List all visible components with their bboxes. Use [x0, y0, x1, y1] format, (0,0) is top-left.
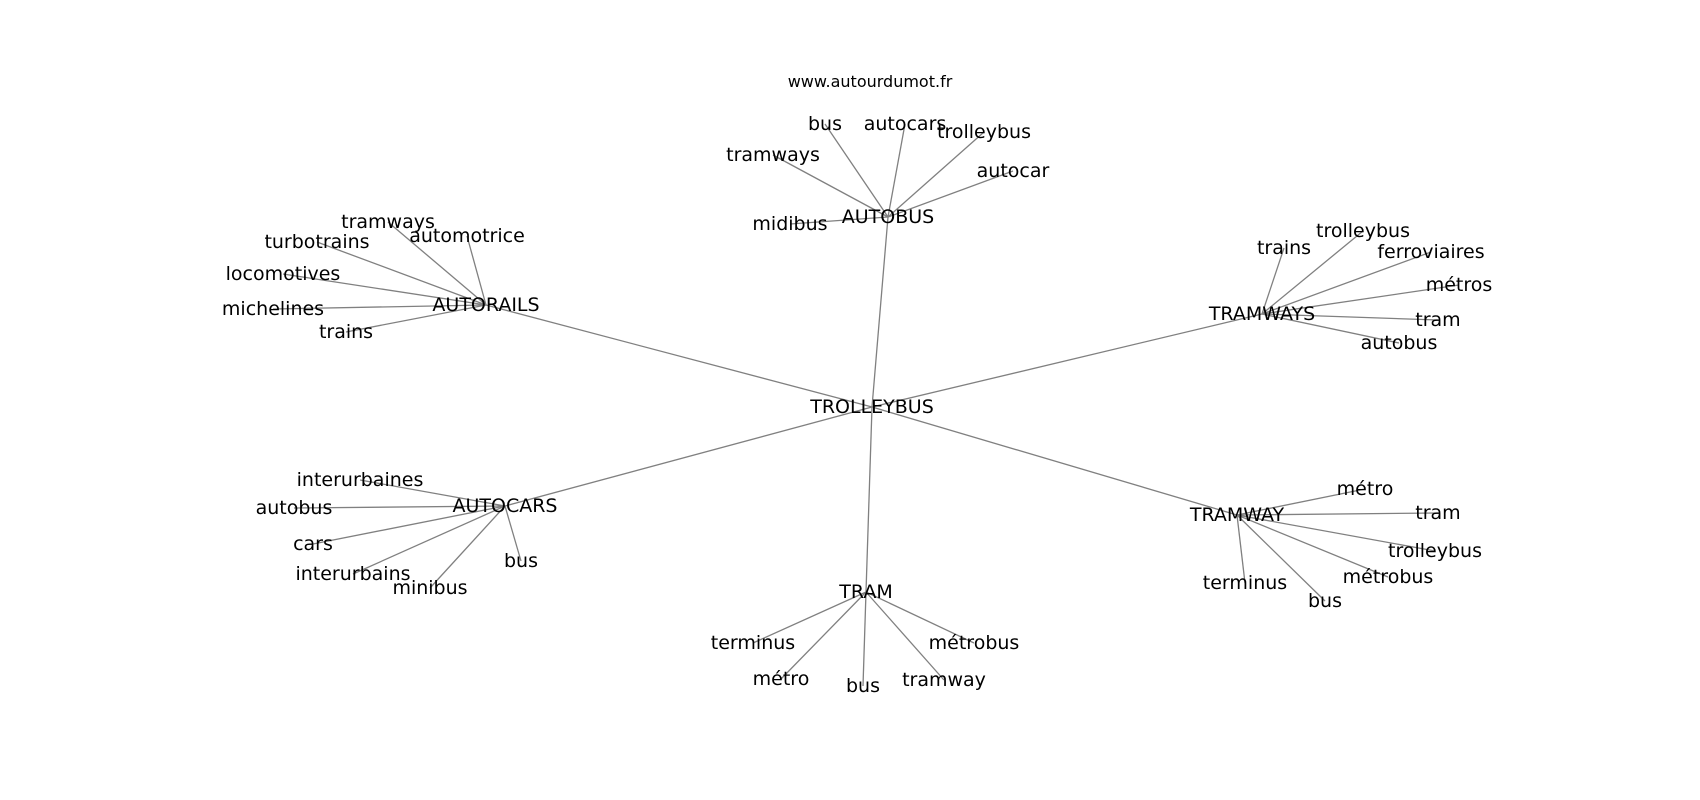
edge-tramway-4 — [1236, 514, 1246, 584]
edge-tramways-5 — [1261, 313, 1400, 344]
center-word-label[interactable]: TROLLEYBUS — [809, 396, 934, 418]
edge-autobus-1 — [887, 123, 906, 218]
hub-label-autorails[interactable]: AUTORAILS — [432, 294, 539, 316]
edge-tramways-0 — [1261, 247, 1285, 315]
leaf-label[interactable]: tramway — [902, 669, 986, 691]
edge-autorails-2 — [466, 235, 487, 306]
leaf-label[interactable]: cars — [293, 533, 333, 555]
leaf-label[interactable]: minibus — [392, 577, 467, 599]
edge-autocars-3 — [352, 505, 506, 575]
edge-autobus-5 — [789, 216, 889, 225]
edge-autobus-2 — [887, 131, 985, 218]
edge-center-tramways — [871, 313, 1263, 408]
leaf-label[interactable]: bus — [846, 675, 880, 697]
leaf-label[interactable]: automotrice — [409, 225, 525, 247]
hub-label-tram[interactable]: TRAM — [838, 581, 892, 603]
leaf-label[interactable]: midibus — [752, 213, 827, 235]
leaf-label[interactable]: trolleybus — [1316, 220, 1410, 242]
hub-label-autobus[interactable]: AUTOBUS — [842, 206, 934, 228]
edge-autocars-1 — [293, 505, 506, 509]
edge-autobus-4 — [887, 170, 1014, 218]
edge-autorails-4 — [272, 304, 487, 310]
leaf-label[interactable]: autocars — [864, 113, 947, 135]
edge-tramway-5 — [1236, 514, 1326, 602]
edge-center-autocars — [504, 406, 873, 507]
leaf-label[interactable]: tramways — [341, 211, 435, 233]
graph-edges — [272, 123, 1460, 687]
leaf-label[interactable]: métrobus — [1343, 566, 1434, 588]
edge-autorails-1 — [316, 241, 487, 306]
leaf-label[interactable]: métrobus — [929, 632, 1020, 654]
edge-center-tram — [865, 406, 873, 593]
edge-tram-1 — [780, 591, 867, 680]
edge-tramway-1 — [1236, 512, 1439, 516]
leaf-label[interactable]: trains — [319, 321, 373, 343]
edge-center-autobus — [871, 216, 889, 408]
edge-tram-2 — [862, 591, 867, 687]
edge-center-tramway — [871, 406, 1238, 516]
edge-autorails-0 — [387, 221, 487, 306]
leaf-label[interactable]: interurbaines — [297, 469, 424, 491]
leaf-label[interactable]: terminus — [1203, 572, 1287, 594]
hub-label-tramway[interactable]: TRAMWAY — [1189, 504, 1285, 526]
leaf-label[interactable]: locomotives — [226, 263, 341, 285]
edge-tramway-0 — [1236, 488, 1366, 516]
edge-autocars-2 — [312, 505, 506, 545]
leaf-label[interactable]: trolleybus — [1388, 540, 1482, 562]
leaf-label[interactable]: autobus — [256, 497, 333, 519]
edge-autobus-3 — [772, 154, 889, 218]
leaf-label[interactable]: métros — [1426, 274, 1493, 296]
leaf-label[interactable]: métro — [753, 668, 810, 690]
leaf-label[interactable]: terminus — [711, 632, 795, 654]
edge-tramway-2 — [1236, 514, 1436, 552]
hub-label-tramways[interactable]: TRAMWAYS — [1208, 303, 1315, 325]
edge-tram-0 — [752, 591, 867, 644]
leaf-label[interactable]: autocar — [977, 160, 1050, 182]
edge-tramway-3 — [1236, 514, 1389, 578]
edge-tramways-4 — [1261, 313, 1439, 321]
edge-autocars-4 — [429, 505, 506, 589]
leaf-label[interactable]: tramways — [726, 144, 820, 166]
leaf-label[interactable]: tram — [1415, 309, 1460, 331]
edge-autocars-0 — [359, 479, 506, 507]
edge-tramways-3 — [1261, 284, 1460, 315]
edge-autocars-5 — [504, 505, 522, 562]
leaf-label[interactable]: bus — [504, 550, 538, 572]
site-watermark[interactable]: www.autourdumot.fr — [788, 72, 953, 91]
edge-autorails-3 — [282, 273, 487, 306]
leaf-label[interactable]: turbotrains — [264, 231, 369, 253]
leaf-label[interactable]: interurbains — [295, 563, 410, 585]
edge-autobus-0 — [824, 123, 889, 218]
edge-center-autorails — [485, 304, 873, 408]
leaf-label[interactable]: bus — [808, 113, 842, 135]
leaf-label[interactable]: métro — [1337, 478, 1394, 500]
leaf-label[interactable]: bus — [1308, 590, 1342, 612]
leaf-label[interactable]: tram — [1415, 502, 1460, 524]
leaf-label[interactable]: trolleybus — [937, 121, 1031, 143]
hub-label-autocars[interactable]: AUTOCARS — [453, 495, 558, 517]
edge-tram-3 — [865, 591, 945, 681]
leaf-label[interactable]: ferroviaires — [1377, 241, 1484, 263]
edge-tram-4 — [865, 591, 975, 644]
leaf-label[interactable]: michelines — [222, 298, 324, 320]
leaf-label[interactable]: trains — [1257, 237, 1311, 259]
edge-autorails-5 — [345, 304, 487, 333]
edge-tramways-1 — [1261, 230, 1364, 315]
leaf-label[interactable]: autobus — [1361, 332, 1438, 354]
edge-tramways-2 — [1261, 251, 1432, 315]
